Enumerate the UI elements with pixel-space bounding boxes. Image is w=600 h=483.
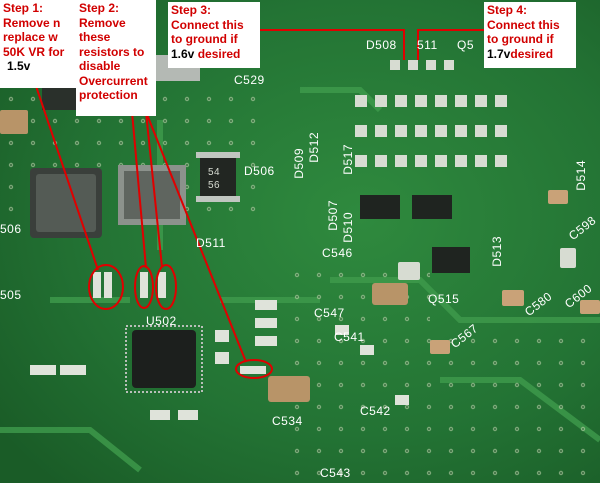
callout-step1: Step 1: Remove n replace w 50K VR for 1.… [0, 0, 78, 88]
label-d508: D508 [366, 38, 397, 52]
label-c546: C546 [322, 246, 353, 260]
label-c542: C542 [360, 404, 391, 418]
label-d517: D517 [341, 144, 355, 175]
callout-step4: Step 4: Connect this to ground if 1.7vde… [484, 2, 576, 68]
callout-step3: Step 3: Connect this to ground if 1.6v d… [168, 2, 260, 68]
label-d511: D511 [196, 236, 226, 250]
small-resistors [30, 272, 409, 420]
leader-step3-top [254, 29, 405, 60]
circle-step1 [88, 264, 124, 310]
step2-line2: Remove [79, 15, 126, 30]
circle-step2-a [134, 265, 154, 309]
step2-line4: resistors to [79, 44, 145, 59]
callout-step2: Step 2: Remove these resistors to disabl… [76, 0, 156, 116]
label-q5-top: Q5 [457, 38, 475, 52]
chip-u502 [125, 325, 203, 393]
step4-line3: to ground if [487, 32, 554, 46]
label-506: 506 [0, 222, 22, 236]
label-c529: C529 [234, 73, 265, 87]
annotations [35, 29, 484, 379]
step2-line1: Step 2: [79, 1, 120, 15]
step1-value: 1.5v [7, 59, 31, 73]
label-d509: D509 [292, 148, 306, 179]
label-511-top: 511 [417, 38, 438, 52]
transistor-array [360, 195, 470, 273]
step1-line4: 50K VR for [3, 44, 65, 59]
step1-line2: Remove n [3, 15, 61, 30]
chip-marking-bottom: 56 [208, 180, 221, 191]
label-d513: D513 [490, 236, 504, 267]
step1-line3: replace w [3, 30, 58, 44]
label-c547: C547 [314, 306, 345, 320]
label-u502: U502 [146, 314, 177, 328]
label-d507: D507 [326, 200, 340, 231]
label-d510: D510 [341, 212, 355, 243]
leader-step3 [145, 111, 247, 363]
step2-line7: protection [79, 88, 138, 102]
label-q515: Q515 [428, 292, 460, 306]
step3-line1: Step 3: [171, 3, 212, 17]
step4-value: 1.7v [487, 46, 511, 61]
label-c541: C541 [334, 330, 365, 344]
leader-step1 [35, 85, 99, 271]
label-c534: C534 [272, 414, 303, 428]
step1-line1: Step 1: [3, 1, 44, 15]
label-d506: D506 [244, 164, 275, 178]
leader-step2-a [131, 111, 147, 269]
leader-step2-b [145, 111, 163, 268]
label-505: 505 [0, 288, 22, 302]
step2-line3: these [79, 30, 111, 44]
circle-step3 [235, 359, 273, 379]
label-c543: C543 [320, 466, 351, 480]
diode-d506-body [200, 155, 236, 199]
step3-value: 1.6v [171, 46, 195, 61]
step4-suffix: desired [510, 46, 554, 61]
chip-marking-top: 54 [208, 167, 221, 178]
circle-step2-b [155, 264, 177, 310]
step4-line2: Connect this [487, 17, 560, 32]
step2-line6: Overcurrent [79, 73, 148, 88]
pad-grid [355, 60, 507, 167]
step2-line5: disable [79, 59, 121, 73]
step3-line3: to ground if [171, 32, 238, 46]
step4-line1: Step 4: [487, 3, 528, 17]
leader-step4 [417, 29, 484, 60]
step3-line2: Connect this [171, 17, 244, 32]
label-d512: D512 [307, 132, 321, 163]
label-d514: D514 [574, 160, 588, 191]
capacitors [0, 110, 600, 402]
step3-suffix: desired [197, 46, 241, 61]
